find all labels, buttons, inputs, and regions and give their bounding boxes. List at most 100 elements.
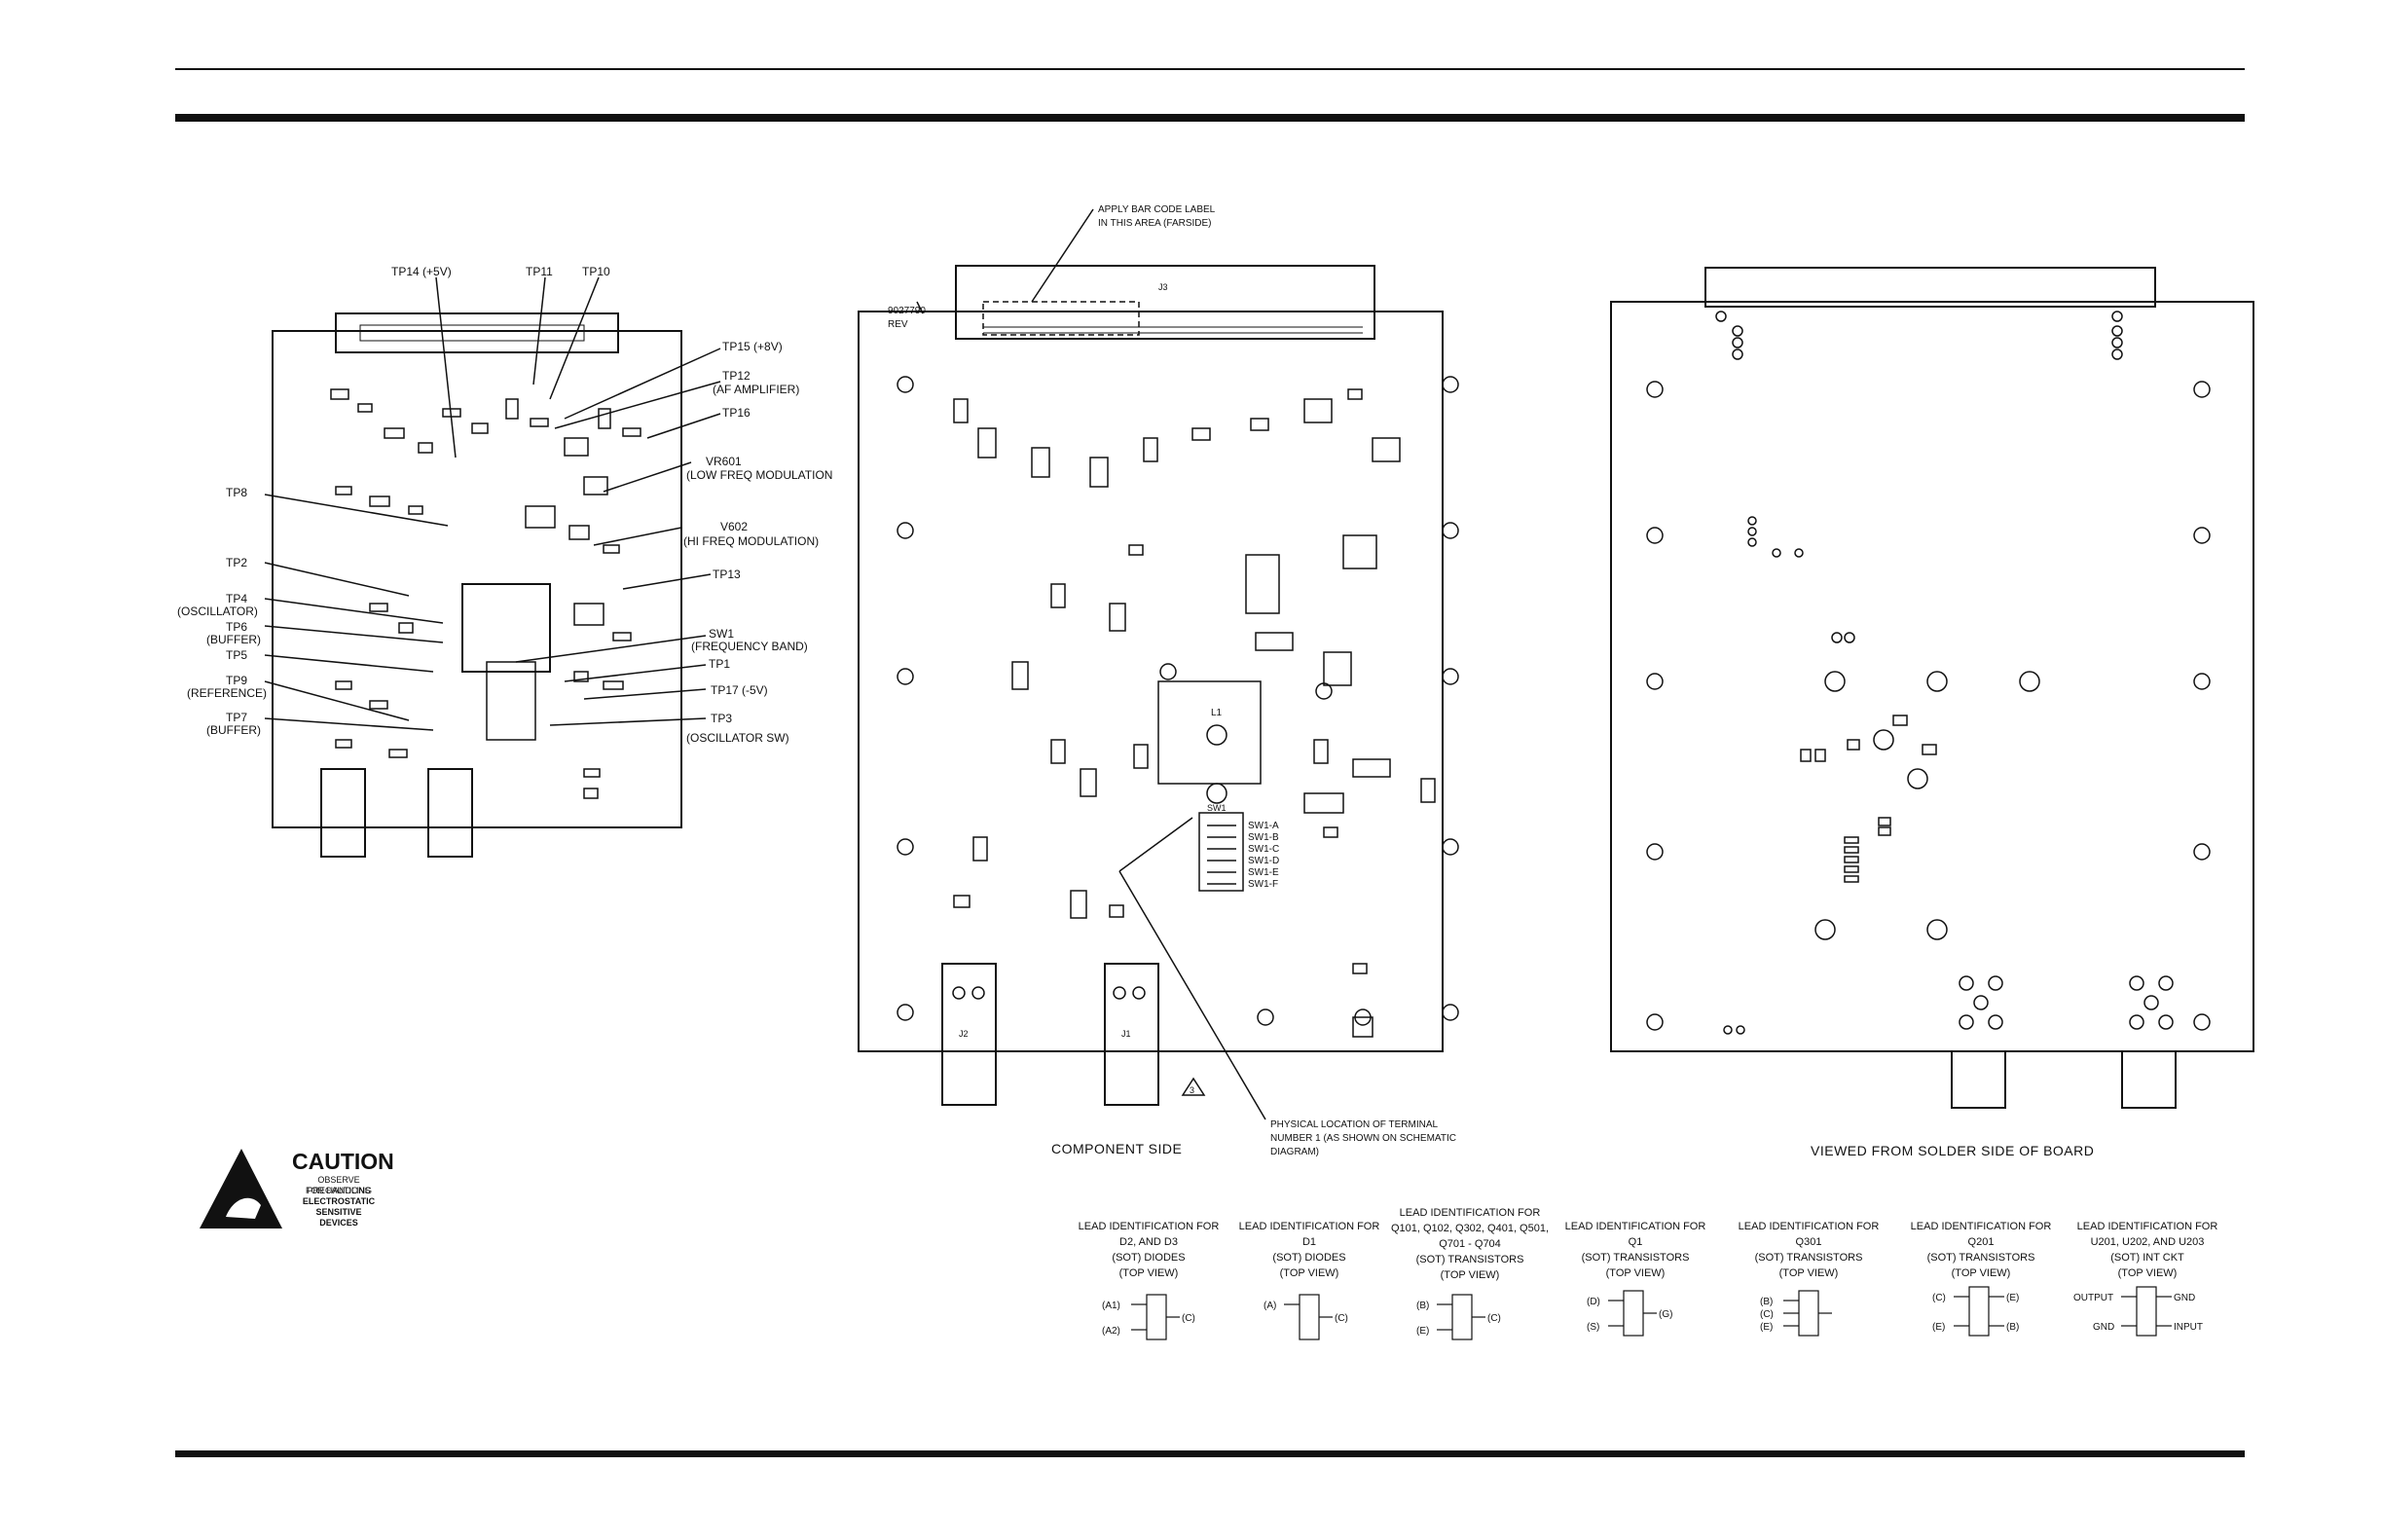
lead-id-line: LEAD IDENTIFICATION FOR: [2076, 1221, 2218, 1232]
barcode-note-1: APPLY BAR CODE LABEL: [1098, 204, 1216, 215]
lead-id-line: U201, U202, AND U203: [2090, 1236, 2205, 1248]
label-tp7: TP7: [226, 711, 247, 724]
connector-j1-label: J1: [1121, 1029, 1131, 1039]
pin-label: (G): [1659, 1309, 1672, 1320]
inductor-l1-label: L1: [1211, 708, 1223, 718]
lead-id-q301: LEAD IDENTIFICATION FOR Q301 (SOT) TRANS…: [1731, 1219, 1886, 1281]
lead-symbol-6: [1954, 1286, 2004, 1337]
label-tp16: TP16: [722, 406, 751, 420]
pin-label: (E): [1416, 1326, 1429, 1337]
caution-line-2: FOR HANDLING: [305, 1186, 372, 1195]
label-tp4: TP4: [226, 592, 247, 605]
pin-label: (C): [1182, 1313, 1195, 1324]
pin-label: OUTPUT: [2073, 1293, 2113, 1303]
label-vr601-sub: (LOW FREQ MODULATION: [686, 468, 832, 482]
pin-label: (A1): [1102, 1301, 1120, 1311]
lead-id-u201: LEAD IDENTIFICATION FOR U201, U202, AND …: [2070, 1219, 2225, 1281]
pin-label: (C): [1335, 1313, 1348, 1324]
label-tp14: TP14 (+5V): [391, 265, 452, 278]
lead-id-line: Q701 - Q704: [1439, 1238, 1501, 1250]
barcode-note-2: IN THIS AREA (FARSIDE): [1098, 218, 1212, 229]
label-tp8: TP8: [226, 486, 247, 499]
lead-id-d1: LEAD IDENTIFICATION FOR D1 (SOT) DIODES …: [1231, 1219, 1387, 1281]
top-thin-rule: [175, 68, 2245, 70]
lead-id-line: (SOT) TRANSISTORS: [1581, 1252, 1690, 1264]
label-tp6-sub: (BUFFER): [206, 633, 261, 646]
lead-id-line: (TOP VIEW): [1440, 1269, 1500, 1281]
lead-id-line: (SOT) TRANSISTORS: [1754, 1252, 1863, 1264]
sw1-c: SW1-C: [1248, 844, 1279, 855]
lead-id-line: Q201: [1967, 1236, 1995, 1248]
lead-symbol-5: [1783, 1290, 1832, 1337]
label-tp11: TP11: [526, 265, 553, 278]
lead-id-line: LEAD IDENTIFICATION FOR: [1399, 1207, 1541, 1219]
terminal-note-3: DIAGRAM): [1270, 1147, 1319, 1157]
part-number: 9027790: [888, 306, 926, 316]
rev-label: REV: [888, 319, 908, 330]
pin-label: (D): [1587, 1297, 1600, 1307]
label-tp3-sub: (OSCILLATOR SW): [686, 731, 789, 745]
terminal-note-1: PHYSICAL LOCATION OF TERMINAL: [1270, 1119, 1439, 1130]
lead-id-line: Q301: [1795, 1236, 1822, 1248]
top-thick-rule: [175, 114, 2245, 122]
label-tp2: TP2: [226, 556, 247, 569]
lead-id-line: Q1: [1628, 1236, 1643, 1248]
lead-id-line: Q101, Q102, Q302, Q401, Q501,: [1390, 1223, 1550, 1234]
label-v602-sub: (HI FREQ MODULATION): [683, 534, 819, 548]
pin-label: (S): [1587, 1322, 1599, 1333]
left-board-labels: TP14 (+5V) TP11 TP10 TP15 (+8V) TP12 (AF…: [177, 265, 832, 745]
label-vr601: VR601: [706, 455, 742, 468]
switch-sw1-label: SW1: [1207, 803, 1227, 813]
label-tp3: TP3: [711, 712, 732, 725]
label-tp9: TP9: [226, 674, 247, 687]
sw1-a: SW1-A: [1248, 821, 1279, 831]
label-sw1: SW1: [709, 627, 734, 641]
caution-title: CAUTION: [292, 1149, 394, 1174]
pin-label: (E): [1760, 1322, 1773, 1333]
label-tp13: TP13: [713, 568, 741, 581]
label-tp12-sub: (AF AMPLIFIER): [713, 383, 799, 396]
label-v602: V602: [720, 520, 748, 533]
terminal-note-2: NUMBER 1 (AS SHOWN ON SCHEMATIC: [1270, 1133, 1456, 1144]
lead-id-line: D2, AND D3: [1119, 1236, 1178, 1248]
sw1-d: SW1-D: [1248, 856, 1279, 866]
lead-id-symbols: [1131, 1286, 2172, 1340]
pin-label: (B): [1416, 1301, 1429, 1311]
solder-side-caption: VIEWED FROM SOLDER SIDE OF BOARD: [1811, 1143, 2095, 1158]
lead-id-line: LEAD IDENTIFICATION FOR: [1078, 1221, 1220, 1232]
sw1-f: SW1-F: [1248, 879, 1278, 890]
lead-symbol-4: [1608, 1290, 1657, 1337]
pin-label: (A): [1264, 1301, 1276, 1311]
lead-id-q1: LEAD IDENTIFICATION FOR Q1 (SOT) TRANSIS…: [1557, 1219, 1713, 1281]
pin-label: (A2): [1102, 1326, 1120, 1337]
lead-id-line: (TOP VIEW): [1118, 1267, 1179, 1279]
lead-id-line: (TOP VIEW): [1951, 1267, 2011, 1279]
lead-id-line: (TOP VIEW): [1279, 1267, 1339, 1279]
lead-id-line: (SOT) DIODES: [1272, 1252, 1346, 1264]
sw1-b: SW1-B: [1248, 832, 1279, 843]
lead-id-line: (SOT) TRANSISTORS: [1926, 1252, 2035, 1264]
lead-id-line: (SOT) TRANSISTORS: [1415, 1254, 1524, 1265]
component-side-caption: COMPONENT SIDE: [1051, 1141, 1183, 1156]
center-board-labels: APPLY BAR CODE LABEL IN THIS AREA (FARSI…: [888, 204, 1456, 1157]
caution-line-3: ELECTROSTATIC: [302, 1196, 376, 1206]
pin-label: (C): [1932, 1293, 1946, 1303]
lead-symbol-7: [2121, 1286, 2172, 1337]
label-tp9-sub: (REFERENCE): [187, 686, 267, 700]
lead-id-line: (TOP VIEW): [2117, 1267, 2178, 1279]
label-tp7-sub: (BUFFER): [206, 723, 261, 737]
pin-label: (B): [1760, 1297, 1773, 1307]
label-tp6: TP6: [226, 620, 247, 634]
label-tp17: TP17 (-5V): [711, 683, 768, 697]
pin-label: GND: [2174, 1293, 2195, 1303]
label-tp4-sub: (OSCILLATOR): [177, 605, 258, 618]
bottom-rule: [175, 1450, 2245, 1457]
label-sw1-sub: (FREQUENCY BAND): [691, 640, 808, 653]
pin-label: INPUT: [2174, 1322, 2203, 1333]
lead-symbol-2: [1284, 1294, 1333, 1340]
label-tp10: TP10: [582, 265, 610, 278]
connector-j3-label: J3: [1158, 282, 1168, 292]
lead-id-line: (SOT) DIODES: [1112, 1252, 1186, 1264]
pin-label: GND: [2093, 1322, 2114, 1333]
